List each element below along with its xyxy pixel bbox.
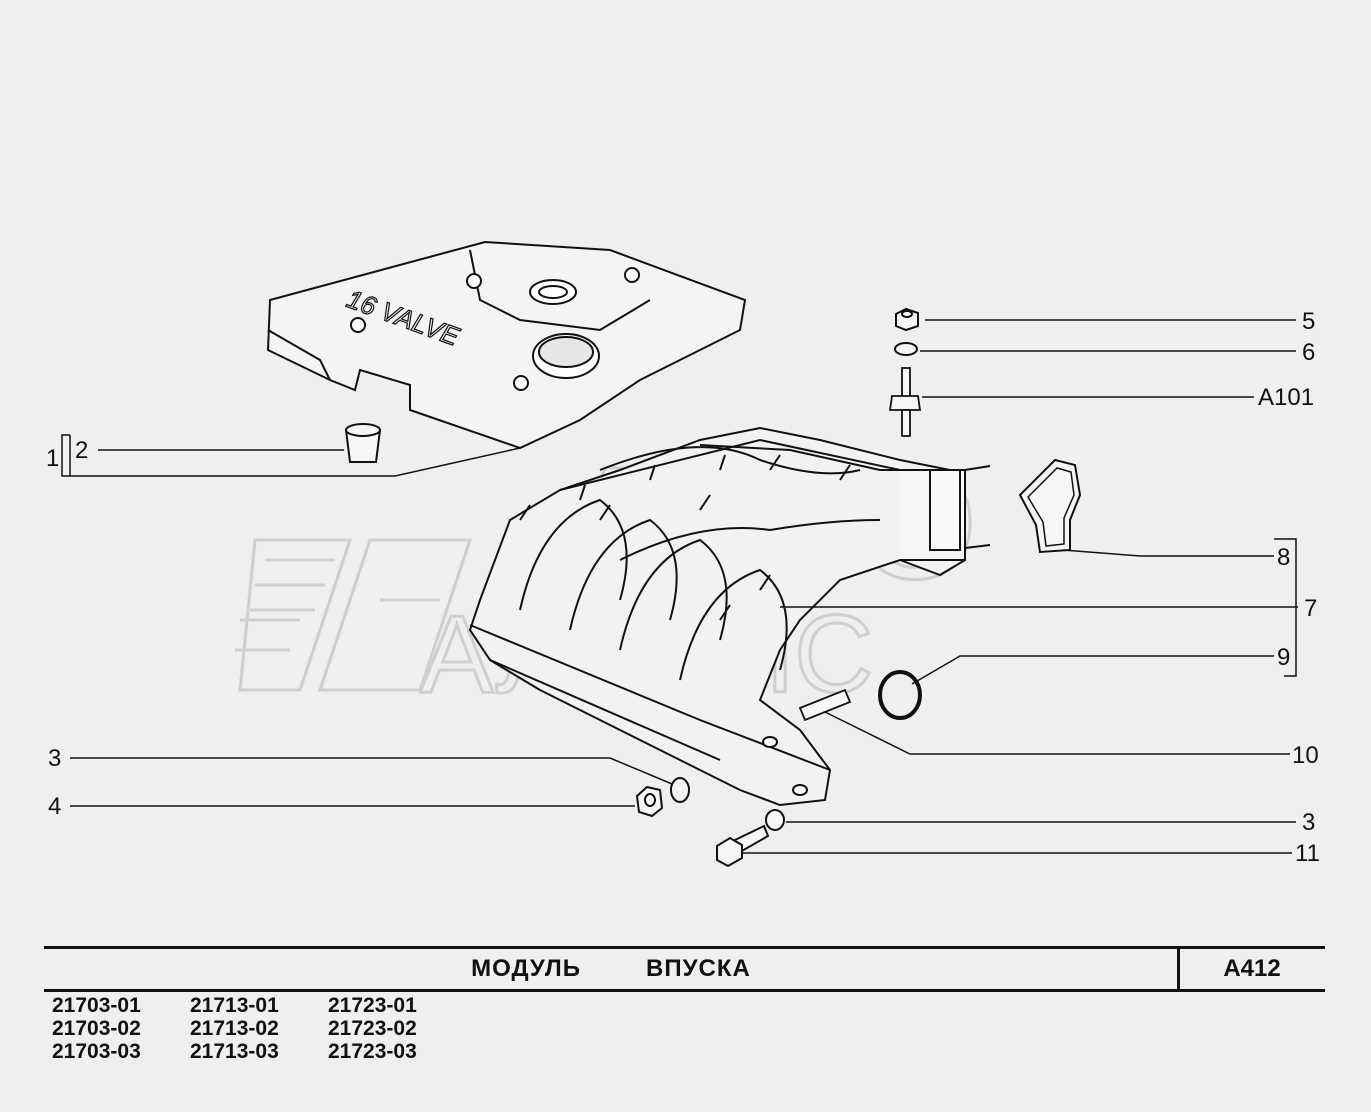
callout-10: 10: [1292, 742, 1319, 769]
model-code: 21713-03: [190, 1040, 279, 1063]
callout-3-left: 3: [48, 745, 61, 772]
parts-diagram: АВТО АЛЬЯНС 16 VALVE: [46, 240, 1320, 868]
assembly-code: A412: [1223, 955, 1281, 982]
model-code: 21703-02: [52, 1017, 141, 1040]
washer-left: [670, 777, 690, 803]
callout-8: 8: [1277, 544, 1290, 571]
callout-4: 4: [48, 793, 61, 820]
throttle-gasket: [1018, 458, 1082, 554]
assembly-title: МОДУЛЬ ВПУСКА: [471, 955, 751, 982]
stud-10: [798, 688, 852, 722]
title-divider: [1177, 946, 1180, 992]
model-code: 21723-02: [328, 1017, 417, 1040]
model-code: 21703-01: [52, 994, 141, 1017]
model-code: 21713-01: [190, 994, 279, 1017]
o-ring: [878, 670, 922, 720]
callout-3-right: 3: [1302, 809, 1315, 836]
model-list: 21703-01 21713-01 21723-01 21703-02 2171…: [52, 994, 466, 1063]
callout-11: 11: [1295, 840, 1320, 867]
model-code: 21703-03: [52, 1040, 141, 1063]
title-top-rule: [44, 946, 1325, 949]
nut-top: [895, 307, 919, 332]
model-row: 21703-03 21713-03 21723-03: [52, 1040, 466, 1063]
callout-9: 9: [1277, 644, 1290, 671]
callout-2: 2: [75, 437, 88, 464]
washer-top: [894, 342, 918, 356]
engine-cover: [266, 240, 747, 450]
rubber-plug: [344, 423, 382, 463]
model-code: 21723-03: [328, 1040, 417, 1063]
washer-right: [765, 809, 785, 831]
title-bottom-rule: [44, 989, 1325, 992]
model-code: 21723-01: [328, 994, 417, 1017]
watermark-logo: [235, 538, 473, 692]
callout-5: 5: [1302, 308, 1315, 335]
callout-a101: A101: [1258, 384, 1314, 411]
model-row: 21703-01 21713-01 21723-01: [52, 994, 466, 1017]
callout-7: 7: [1304, 595, 1317, 622]
model-row: 21703-02 21713-02 21723-02: [52, 1017, 466, 1040]
callout-1: 1: [46, 445, 59, 472]
nut-left: [635, 785, 664, 818]
bolt-11: [716, 824, 770, 868]
stud-a101: [888, 367, 922, 437]
model-code: 21713-02: [190, 1017, 279, 1040]
callout-6: 6: [1302, 339, 1315, 366]
leader-lines: [61, 319, 1298, 854]
intake-manifold: [468, 426, 991, 807]
